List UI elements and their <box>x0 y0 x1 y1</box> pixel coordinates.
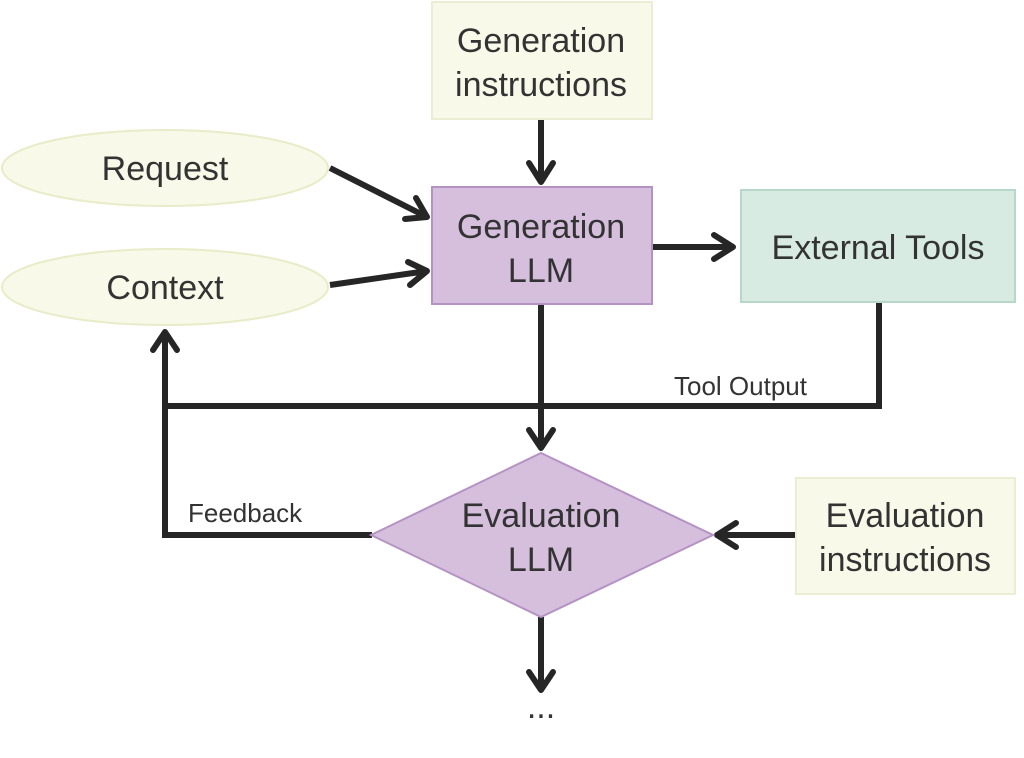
evaluation-instructions-line2: instructions <box>819 541 991 579</box>
request-label: Request <box>102 150 229 188</box>
arrowhead-eval-instructions-to-evaluation <box>714 520 739 550</box>
generation-instructions-line2: instructions <box>455 66 627 104</box>
arrowhead-to-context <box>150 329 180 353</box>
arrowhead-instructions-to-generation <box>526 160 556 185</box>
arrowhead-request-to-generation <box>402 195 430 222</box>
context-label: Context <box>106 269 224 307</box>
evaluation-llm-line2: LLM <box>508 541 574 579</box>
generation-llm-box <box>431 186 653 305</box>
arrowhead-generation-to-tools <box>711 232 736 262</box>
generation-llm-line1: Generation <box>457 208 625 246</box>
tool-output-label: Tool Output <box>674 371 808 401</box>
generation-instructions-line1: Generation <box>457 22 625 60</box>
evaluation-llm-diamond <box>368 451 716 619</box>
evaluation-instructions-node: Evaluation instructions <box>795 477 1016 595</box>
edge-request-to-generation <box>328 165 429 220</box>
context-ellipse <box>1 248 329 326</box>
evaluation-llm-line1: Evaluation <box>462 497 621 535</box>
generation-llm-line2: LLM <box>508 252 574 290</box>
generation-instructions-node: Generation instructions <box>431 1 653 120</box>
feedback-label: Feedback <box>188 498 303 528</box>
edge-tool-output <box>165 303 882 409</box>
evaluation-llm-node: Evaluation LLM <box>368 451 716 619</box>
request-node: Request <box>1 129 329 207</box>
arrowhead-evaluation-to-continuation <box>526 669 556 693</box>
edges <box>150 120 882 693</box>
edge-context-to-generation <box>329 268 428 288</box>
request-ellipse <box>1 129 329 207</box>
external-tools-box <box>740 189 1016 303</box>
edge-feedback <box>162 332 372 538</box>
arrowhead-generation-to-evaluation <box>526 427 556 451</box>
context-node: Context <box>1 248 329 326</box>
external-tools-node: External Tools <box>740 189 1016 303</box>
arrowhead-context-to-generation <box>405 259 430 288</box>
evaluation-instructions-line1: Evaluation <box>826 497 985 535</box>
external-tools-label: External Tools <box>772 229 985 267</box>
continuation-ellipsis: ... <box>527 688 555 726</box>
generation-instructions-box <box>431 1 653 120</box>
generation-llm-node: Generation LLM <box>431 186 653 305</box>
evaluation-instructions-box <box>795 477 1016 595</box>
